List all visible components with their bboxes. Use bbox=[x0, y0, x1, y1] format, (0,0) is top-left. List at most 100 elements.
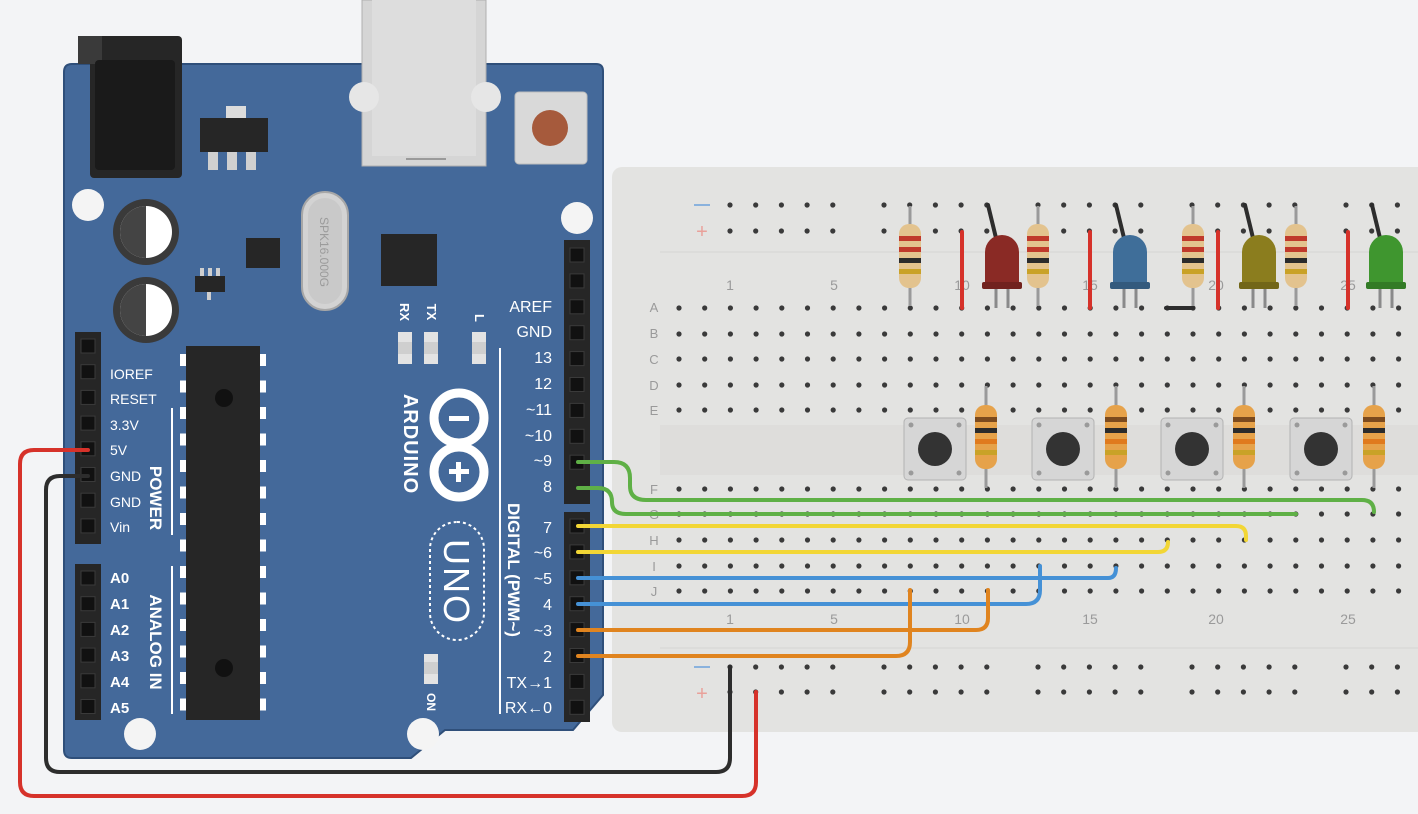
breadboard-hole bbox=[1139, 356, 1145, 362]
resistor[interactable] bbox=[1182, 206, 1204, 306]
wire-pin6-yellow[interactable] bbox=[576, 540, 1170, 554]
breadboard-hole bbox=[779, 486, 785, 492]
header-socket[interactable] bbox=[569, 428, 585, 444]
pushbutton-cap[interactable] bbox=[1304, 432, 1338, 466]
reset-button[interactable] bbox=[532, 110, 568, 146]
breadboard-hole bbox=[676, 331, 682, 337]
red-led[interactable] bbox=[982, 203, 1022, 308]
rail-hole bbox=[1292, 689, 1298, 695]
resistor[interactable] bbox=[1027, 206, 1049, 306]
pin-label-3: ~3 bbox=[534, 623, 552, 640]
rail-hole bbox=[727, 228, 733, 234]
header-socket[interactable] bbox=[569, 351, 585, 367]
digital-top-pin-labels: AREF GND 13 12 ~11 ~10 ~9 8 bbox=[509, 299, 552, 496]
arduino-uno-board[interactable]: SPK16.000G RX TX L ARDUINO UNO ON bbox=[63, 0, 604, 759]
wire-pin5-blue[interactable] bbox=[576, 566, 1118, 580]
resistor[interactable] bbox=[1105, 386, 1127, 488]
blue-led[interactable] bbox=[1110, 203, 1150, 308]
wire-pin4-blue[interactable] bbox=[576, 564, 1042, 606]
resistor[interactable] bbox=[1233, 386, 1255, 488]
wires[interactable] bbox=[18, 448, 1376, 798]
breadboard-hole bbox=[804, 407, 811, 413]
breadboard-hole bbox=[830, 331, 836, 337]
breadboard-hole bbox=[856, 382, 862, 388]
pushbutton[interactable] bbox=[1031, 417, 1095, 481]
rail-hole bbox=[778, 664, 785, 670]
header-socket[interactable] bbox=[80, 570, 96, 586]
header-socket[interactable] bbox=[569, 699, 585, 715]
breadboard-hole bbox=[1396, 331, 1402, 337]
resistor[interactable] bbox=[975, 386, 997, 488]
led-body bbox=[1242, 235, 1276, 286]
breadboard-hole bbox=[1190, 382, 1196, 388]
header-socket[interactable] bbox=[80, 389, 96, 405]
wire-pin9-green[interactable] bbox=[576, 460, 1376, 514]
breadboard-hole bbox=[1216, 588, 1222, 594]
breadboard-hole bbox=[1344, 356, 1350, 362]
header-socket[interactable] bbox=[569, 325, 585, 341]
resistor[interactable] bbox=[1363, 386, 1385, 488]
led-body bbox=[985, 235, 1019, 286]
breadboard-hole bbox=[1344, 486, 1350, 492]
header-socket[interactable] bbox=[80, 647, 96, 663]
breadboard-hole bbox=[882, 356, 888, 362]
header-socket[interactable] bbox=[80, 492, 96, 508]
resistor[interactable] bbox=[1285, 206, 1307, 306]
breadboard-hole bbox=[1139, 537, 1145, 543]
breadboard-hole bbox=[1370, 356, 1376, 362]
top-resistors[interactable] bbox=[899, 206, 1307, 306]
pushbutton[interactable] bbox=[1160, 417, 1224, 481]
pulldown-resistors[interactable] bbox=[975, 386, 1385, 488]
tx-led-label: TX bbox=[424, 304, 439, 321]
rail-hole bbox=[1369, 664, 1375, 670]
mcu-pin bbox=[258, 566, 266, 578]
rail-hole bbox=[1061, 664, 1067, 670]
header-socket[interactable] bbox=[80, 364, 96, 380]
pushbutton-cap[interactable] bbox=[918, 432, 952, 466]
resistor-band bbox=[1233, 439, 1255, 444]
header-socket[interactable] bbox=[80, 673, 96, 689]
pushbutton-cap[interactable] bbox=[1046, 432, 1080, 466]
wire-pin7-yellow[interactable] bbox=[576, 524, 1248, 542]
header-socket[interactable] bbox=[569, 673, 585, 689]
olive-led[interactable] bbox=[1239, 203, 1279, 308]
header-socket[interactable] bbox=[569, 247, 585, 263]
header-socket[interactable] bbox=[569, 402, 585, 418]
breadboard-hole bbox=[1010, 588, 1016, 594]
breadboard-hole bbox=[1267, 588, 1273, 594]
breadboard-hole bbox=[1061, 486, 1068, 492]
rail-hole bbox=[1035, 689, 1041, 695]
wire-5v-red[interactable] bbox=[18, 448, 758, 798]
green-led[interactable] bbox=[1366, 203, 1406, 308]
pin-label-2: 2 bbox=[543, 649, 552, 666]
header-socket[interactable] bbox=[80, 699, 96, 714]
breadboard-hole bbox=[882, 537, 888, 543]
leds[interactable] bbox=[982, 203, 1406, 308]
column-label: 25 bbox=[1340, 611, 1356, 627]
breadboard-hole bbox=[1216, 356, 1222, 362]
header-socket[interactable] bbox=[569, 273, 585, 289]
breadboard-hole bbox=[1293, 331, 1299, 337]
pushbutton-cap[interactable] bbox=[1175, 432, 1209, 466]
rail-hole bbox=[1112, 689, 1118, 695]
resistor[interactable] bbox=[899, 206, 921, 306]
wire-gnd-black[interactable] bbox=[44, 474, 732, 774]
header-socket[interactable] bbox=[569, 299, 585, 315]
header-socket[interactable] bbox=[80, 338, 96, 354]
rail-hole bbox=[1215, 689, 1221, 695]
header-socket[interactable] bbox=[80, 596, 96, 612]
pushbutton[interactable] bbox=[903, 417, 967, 481]
wire-pin2-orange[interactable] bbox=[576, 588, 912, 658]
pushbutton[interactable] bbox=[1289, 417, 1353, 481]
wire-pin8-green[interactable] bbox=[576, 486, 1298, 516]
wire-pin3-orange[interactable] bbox=[576, 588, 990, 632]
pin-label-7: 7 bbox=[543, 520, 552, 537]
header-socket[interactable] bbox=[80, 621, 96, 637]
breadboard-hole bbox=[1241, 356, 1247, 362]
header-socket[interactable] bbox=[80, 415, 96, 431]
header-socket[interactable] bbox=[80, 518, 96, 534]
header-socket[interactable] bbox=[569, 377, 585, 392]
row-label: E bbox=[650, 403, 659, 418]
pushbuttons[interactable] bbox=[903, 417, 1353, 481]
breadboard-hole bbox=[933, 356, 939, 362]
